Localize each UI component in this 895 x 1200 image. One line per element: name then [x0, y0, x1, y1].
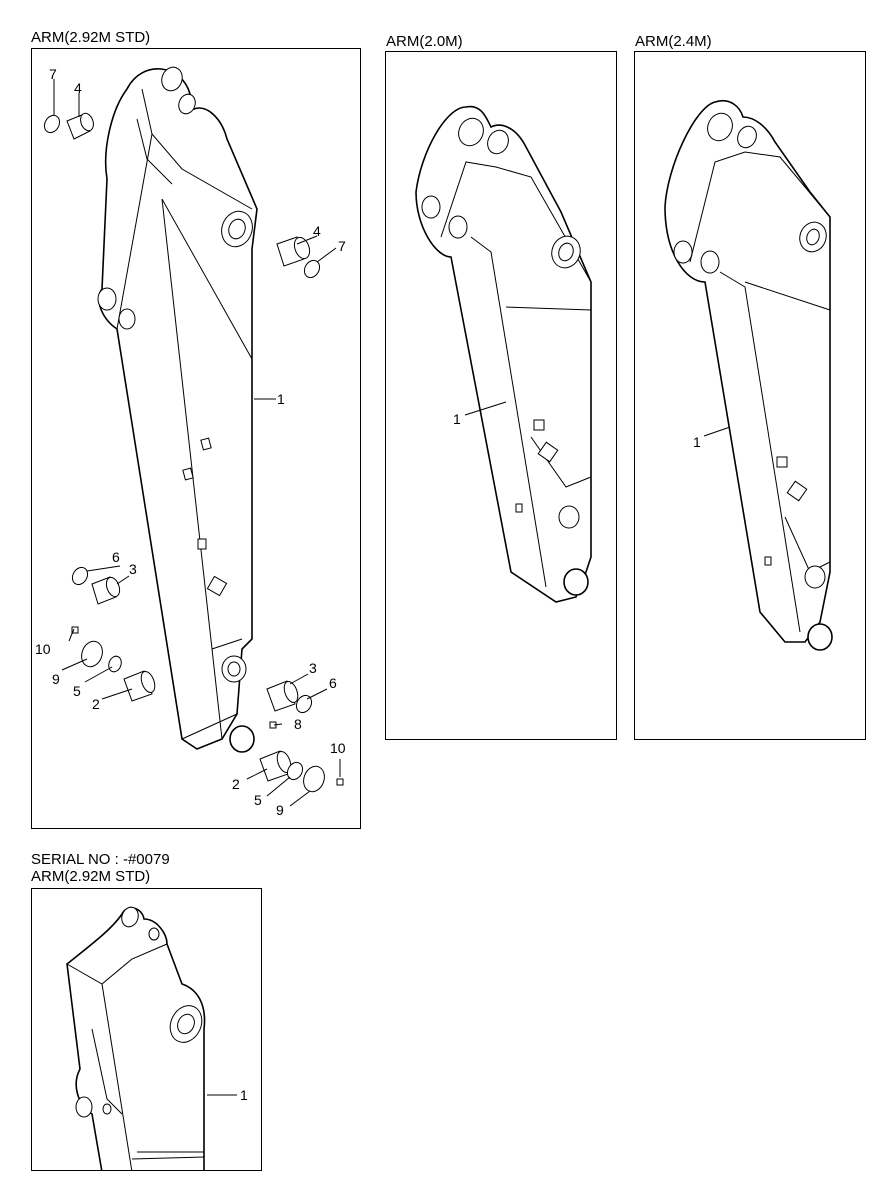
callout-5-left: 5	[73, 683, 81, 699]
figure-caption-arm-292-std: ARM(2.92M STD)	[31, 29, 151, 46]
figure-caption-arm-292-std-serial: ARM(2.92M STD)	[31, 868, 151, 885]
figure-caption-arm-20: ARM(2.0M)	[386, 33, 463, 50]
arm-body	[66, 906, 206, 1170]
leader-lines	[53, 79, 341, 807]
callout-7-right: 7	[338, 238, 346, 254]
callout-1-arm: 1	[240, 1087, 248, 1103]
arm-body	[415, 105, 592, 603]
figure-caption-arm-24: ARM(2.4M)	[635, 33, 712, 50]
callout-8: 8	[294, 716, 302, 732]
callout-3-right: 3	[309, 660, 317, 676]
callout-2-left: 2	[92, 696, 100, 712]
callout-6-right: 6	[329, 675, 337, 691]
leader-line	[703, 426, 731, 437]
arm-body	[97, 66, 258, 753]
view-arm-292-std-serial: 1	[66, 906, 248, 1170]
callout-labels: 7 4 4 7 1 6 3 10 9 5 2 3 6 8 10 2 5 9	[35, 66, 346, 818]
callout-3-left: 3	[129, 561, 137, 577]
callout-9-right: 9	[276, 802, 284, 818]
view-arm-24: 1	[664, 99, 833, 651]
diagram-panel-arm-24: 1	[634, 51, 866, 740]
callout-5-right: 5	[254, 792, 262, 808]
callout-6-left: 6	[112, 549, 120, 565]
callout-10-right: 10	[330, 740, 346, 756]
arm-body	[664, 99, 833, 651]
callout-9-left: 9	[52, 671, 60, 687]
callout-7-top: 7	[49, 66, 57, 82]
diagram-panel-arm-292-std-serial: 1	[31, 888, 262, 1171]
callout-4-right: 4	[313, 223, 321, 239]
callout-1-arm: 1	[693, 434, 701, 450]
leader-line	[464, 401, 507, 416]
callout-4-top: 4	[74, 80, 82, 96]
callout-2-right: 2	[232, 776, 240, 792]
exploded-view-arm-292-std: 7 4 4 7 1 6 3 10 9 5 2 3 6 8 10 2 5 9	[35, 66, 346, 818]
diagram-panel-arm-20: 1	[385, 51, 617, 740]
callout-1-arm: 1	[453, 411, 461, 427]
figure-serial-caption: SERIAL NO : -#0079	[31, 851, 170, 868]
callout-1-arm: 1	[277, 391, 285, 407]
callout-10-left: 10	[35, 641, 51, 657]
view-arm-20: 1	[415, 105, 592, 603]
diagram-panel-arm-292-std: 7 4 4 7 1 6 3 10 9 5 2 3 6 8 10 2 5 9	[31, 48, 361, 829]
